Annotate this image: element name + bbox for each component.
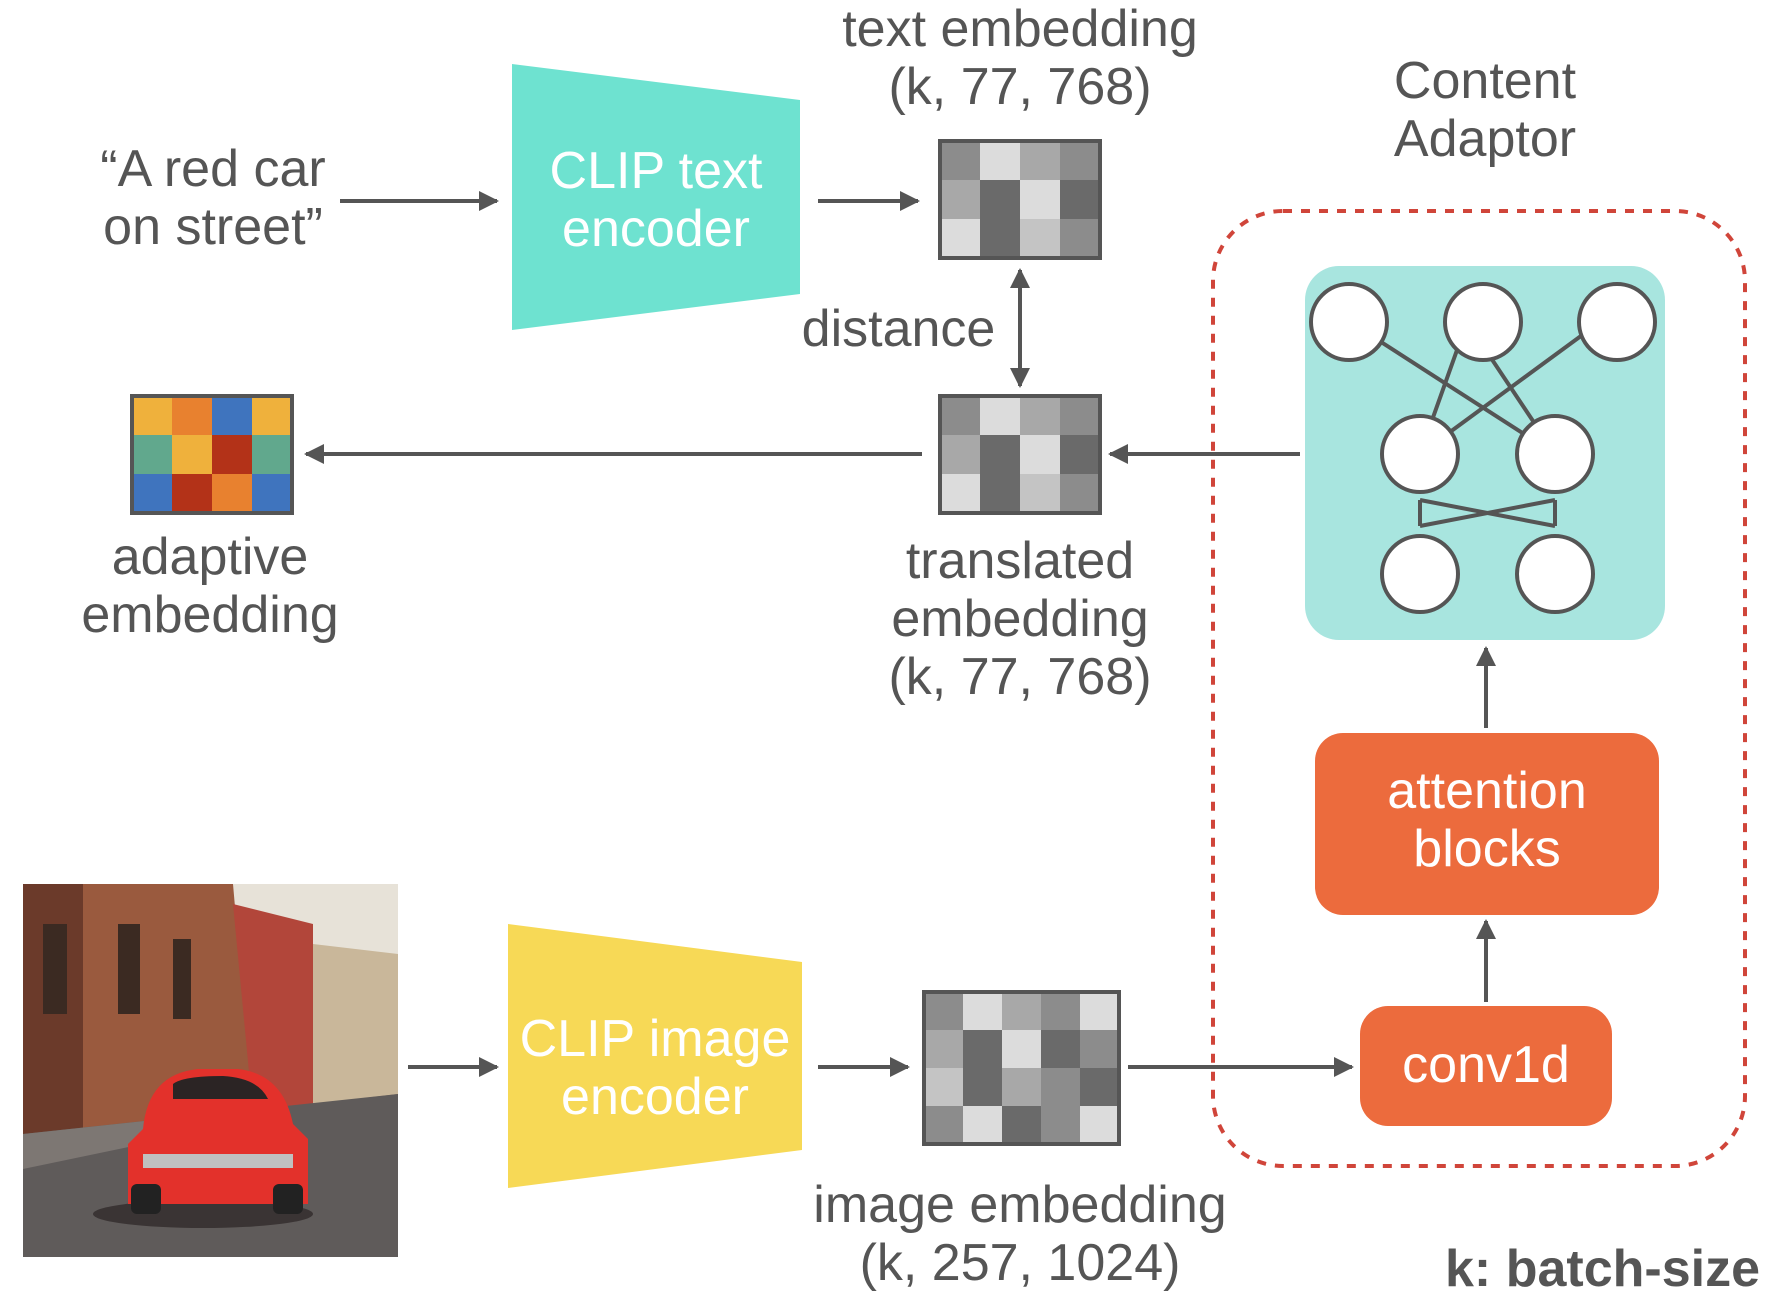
grid-cell [1080, 1106, 1119, 1144]
grid-cell [212, 474, 252, 513]
text-embedding-label: text embedding (k, 77, 768) [842, 0, 1198, 117]
clip-text-encoder-shape [512, 64, 800, 330]
grid-cell [940, 474, 980, 513]
grid-cell [940, 396, 980, 435]
grid-cell [980, 180, 1020, 219]
grid-cell [980, 435, 1020, 474]
grid-cell [924, 1106, 963, 1144]
grid-cell [252, 435, 292, 474]
adaptive-embedding-grid [130, 394, 294, 515]
network-node [1515, 414, 1595, 494]
grid-cell [963, 1106, 1002, 1144]
grid-border [130, 394, 294, 515]
grid-cell [980, 396, 1020, 435]
text-embedding-grid [938, 139, 1102, 260]
grid-cell [132, 396, 172, 435]
network-node [1515, 534, 1595, 614]
grid-cell [1060, 180, 1100, 219]
grid-cell [1020, 180, 1060, 219]
attention-blocks-box [1315, 733, 1659, 915]
grid-cell [924, 1030, 963, 1068]
grid-cell [1080, 992, 1119, 1030]
translated-embedding-label: translated embedding (k, 77, 768) [888, 532, 1152, 707]
clip-image-encoder-shape [508, 924, 802, 1188]
grid-cell [1020, 435, 1060, 474]
grid-cell [924, 992, 963, 1030]
grid-cell [1060, 219, 1100, 258]
grid-cell [1041, 992, 1080, 1030]
grid-border [938, 139, 1102, 260]
image-embedding-grid [922, 990, 1121, 1146]
grid-cell [1020, 141, 1060, 180]
grid-cell [172, 396, 212, 435]
grid-cell [1060, 396, 1100, 435]
input-photo-red-car [23, 884, 398, 1257]
batch-size-footnote: k: batch-size [1445, 1240, 1760, 1298]
grid-cell [252, 396, 292, 435]
grid-cell [963, 992, 1002, 1030]
grid-cell [1080, 1030, 1119, 1068]
translated-embedding-grid [938, 394, 1102, 515]
grid-cell [1002, 1030, 1041, 1068]
grid-cell [940, 180, 980, 219]
grid-cell [980, 219, 1020, 258]
grid-cell [212, 435, 252, 474]
grid-cell [940, 219, 980, 258]
distance-label: distance [801, 300, 996, 358]
grid-cell [212, 396, 252, 435]
grid-cell [1020, 396, 1060, 435]
adaptive-embedding-label: adaptive embedding [81, 528, 339, 645]
conv1d-label: conv1d [1402, 1036, 1570, 1094]
grid-cell [980, 474, 1020, 513]
grid-cell [963, 1068, 1002, 1106]
conv1d-box [1360, 1006, 1612, 1126]
attention-blocks-label: attention blocks [1387, 762, 1587, 879]
input-text-prompt: “A red car on street” [100, 140, 326, 257]
content-adaptor-border [1211, 209, 1747, 1168]
grid-cell [172, 474, 212, 513]
grid-cell [963, 1030, 1002, 1068]
network-node [1309, 282, 1389, 362]
grid-cell [980, 141, 1020, 180]
grid-cell [1020, 474, 1060, 513]
grid-cell [1060, 474, 1100, 513]
network-nodes [1309, 282, 1657, 614]
grid-cell [1002, 1068, 1041, 1106]
grid-cell [1060, 141, 1100, 180]
grid-cell [940, 435, 980, 474]
grid-border [938, 394, 1102, 515]
grid-cell [940, 141, 980, 180]
grid-cell [1041, 1030, 1080, 1068]
grid-border [922, 990, 1121, 1146]
grid-cell [172, 435, 212, 474]
content-adaptor-title: Content Adaptor [1393, 52, 1577, 169]
network-node [1380, 534, 1460, 614]
image-embedding-label: image embedding (k, 257, 1024) [813, 1176, 1227, 1293]
network-node [1443, 282, 1523, 362]
network-node [1380, 414, 1460, 494]
grid-cell [924, 1068, 963, 1106]
grid-cell [1020, 219, 1060, 258]
grid-cell [1080, 1068, 1119, 1106]
grid-cell [132, 474, 172, 513]
grid-cell [1002, 1106, 1041, 1144]
grid-cell [252, 474, 292, 513]
grid-cell [132, 435, 172, 474]
grid-cell [1002, 992, 1041, 1030]
clip-text-encoder-label: CLIP text encoder [549, 142, 763, 259]
grid-cell [1041, 1068, 1080, 1106]
grid-cell [1060, 435, 1100, 474]
network-node [1577, 282, 1657, 362]
grid-cell [1041, 1106, 1080, 1144]
clip-image-encoder-label: CLIP image encoder [519, 1010, 791, 1127]
